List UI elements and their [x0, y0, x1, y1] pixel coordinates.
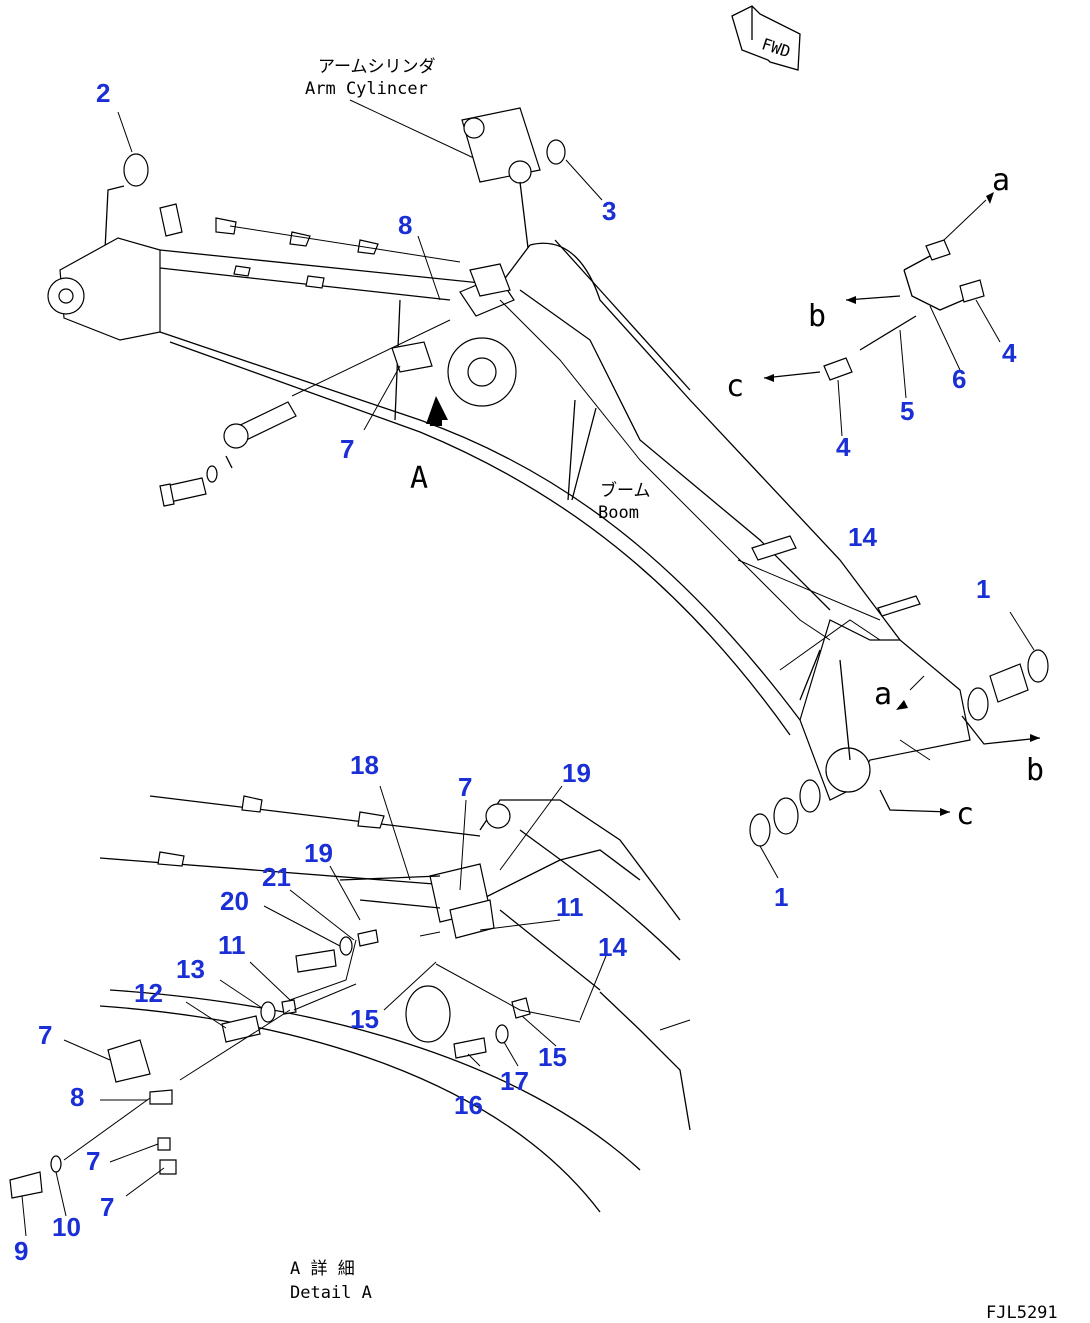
- callout-10: 10: [52, 1212, 81, 1242]
- boom-en-label: Boom: [598, 503, 639, 523]
- bushing-set: [749, 611, 1049, 879]
- callout-14-main: 14: [848, 522, 877, 552]
- washer-2: [123, 153, 149, 187]
- washer-3: [546, 139, 566, 165]
- callout-20: 20: [220, 886, 249, 916]
- arm-cylinder-en-label: Arm Cylincer: [305, 79, 428, 99]
- callout-17: 17: [500, 1066, 529, 1096]
- callout-1-bottom: 1: [774, 882, 788, 912]
- callout-18: 18: [350, 750, 379, 780]
- callout-15-right: 15: [538, 1042, 567, 1072]
- callout-9: 9: [14, 1236, 28, 1266]
- callout-11-right: 11: [556, 892, 584, 922]
- callout-7-main: 7: [340, 434, 354, 464]
- callout-1-top: 1: [976, 574, 990, 604]
- connector-c-top: c: [726, 369, 744, 404]
- callout-6: 6: [952, 364, 966, 394]
- callout-4-left: 4: [836, 432, 851, 462]
- lamp-7-upper: [391, 341, 433, 373]
- callout-7-detail-b: 7: [100, 1192, 114, 1222]
- connector-b-bottom: b: [1026, 753, 1044, 788]
- callout-leaders: [21, 235, 607, 1237]
- pin-bolt-assembly: [159, 319, 451, 507]
- callout-2: 2: [96, 78, 110, 108]
- callout-19-left: 19: [304, 838, 333, 868]
- connector-b-top: b: [808, 299, 826, 334]
- callout-7-detail: 7: [458, 772, 472, 802]
- boom-structure: [47, 203, 971, 801]
- callout-8-detail: 8: [70, 1082, 84, 1112]
- detail-a-drawing: [9, 795, 691, 1213]
- view-arrow-icon: [426, 396, 448, 426]
- callout-14-detail: 14: [598, 932, 627, 962]
- callout-16: 16: [454, 1090, 483, 1120]
- callout-12: 12: [134, 978, 163, 1008]
- callout-21: 21: [262, 862, 291, 892]
- callout-15-left: 15: [350, 1004, 379, 1034]
- detail-a-en-label: Detail A: [290, 1283, 372, 1303]
- fwd-label: FWD: [759, 34, 792, 61]
- callout-5: 5: [900, 396, 914, 426]
- figure-code: FJL5291: [986, 1303, 1058, 1323]
- arm-cylinder-end: [461, 107, 541, 249]
- connector-a-top: a: [992, 163, 1010, 198]
- detail-a-jp-label: A 詳 細: [290, 1259, 355, 1279]
- callout-7-detail-a: 7: [86, 1146, 100, 1176]
- fwd-arrow-icon: FWD: [731, 5, 801, 71]
- callout-4-right: 4: [1002, 338, 1017, 368]
- callout-13: 13: [176, 954, 205, 984]
- callout-3: 3: [602, 196, 616, 226]
- callout-19-right: 19: [562, 758, 591, 788]
- connector-c-bottom: c: [956, 797, 974, 832]
- arm-cylinder-leader: [349, 99, 479, 161]
- view-letter-a: A: [410, 461, 428, 496]
- harness-kit: [763, 192, 1001, 437]
- boom-jp-label: ブーム: [600, 480, 651, 501]
- callout-8-main: 8: [398, 210, 412, 240]
- callout-7-detail-lamp: 7: [38, 1020, 52, 1050]
- arm-cylinder-jp-label: アームシリンダ: [318, 57, 435, 77]
- connector-a-bottom: a: [874, 677, 892, 712]
- callout-11-left: 11: [218, 930, 246, 960]
